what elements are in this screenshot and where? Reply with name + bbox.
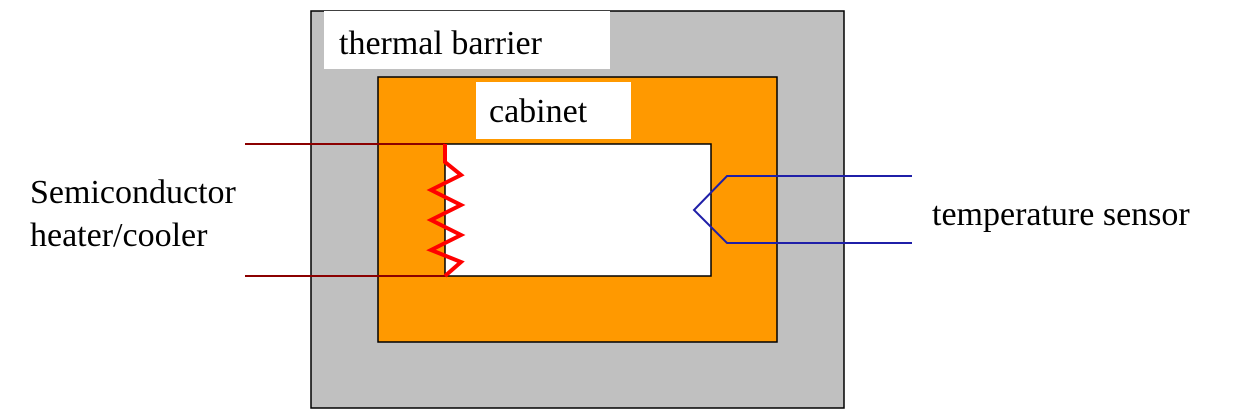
cabinet-label: cabinet xyxy=(489,93,588,130)
inner-chamber xyxy=(444,143,712,277)
thermal-barrier-label: thermal barrier xyxy=(339,25,543,62)
heater-label-line1: Semiconductor xyxy=(30,174,237,211)
heater-element-zigzag xyxy=(426,144,466,278)
thermal-barrier-label-bg xyxy=(324,11,610,69)
cabinet-label-bg xyxy=(476,82,631,139)
sensor-label: temperature sensor xyxy=(932,196,1190,233)
heater-label-line2: heater/cooler xyxy=(30,217,208,254)
sensor-probe xyxy=(692,175,912,244)
